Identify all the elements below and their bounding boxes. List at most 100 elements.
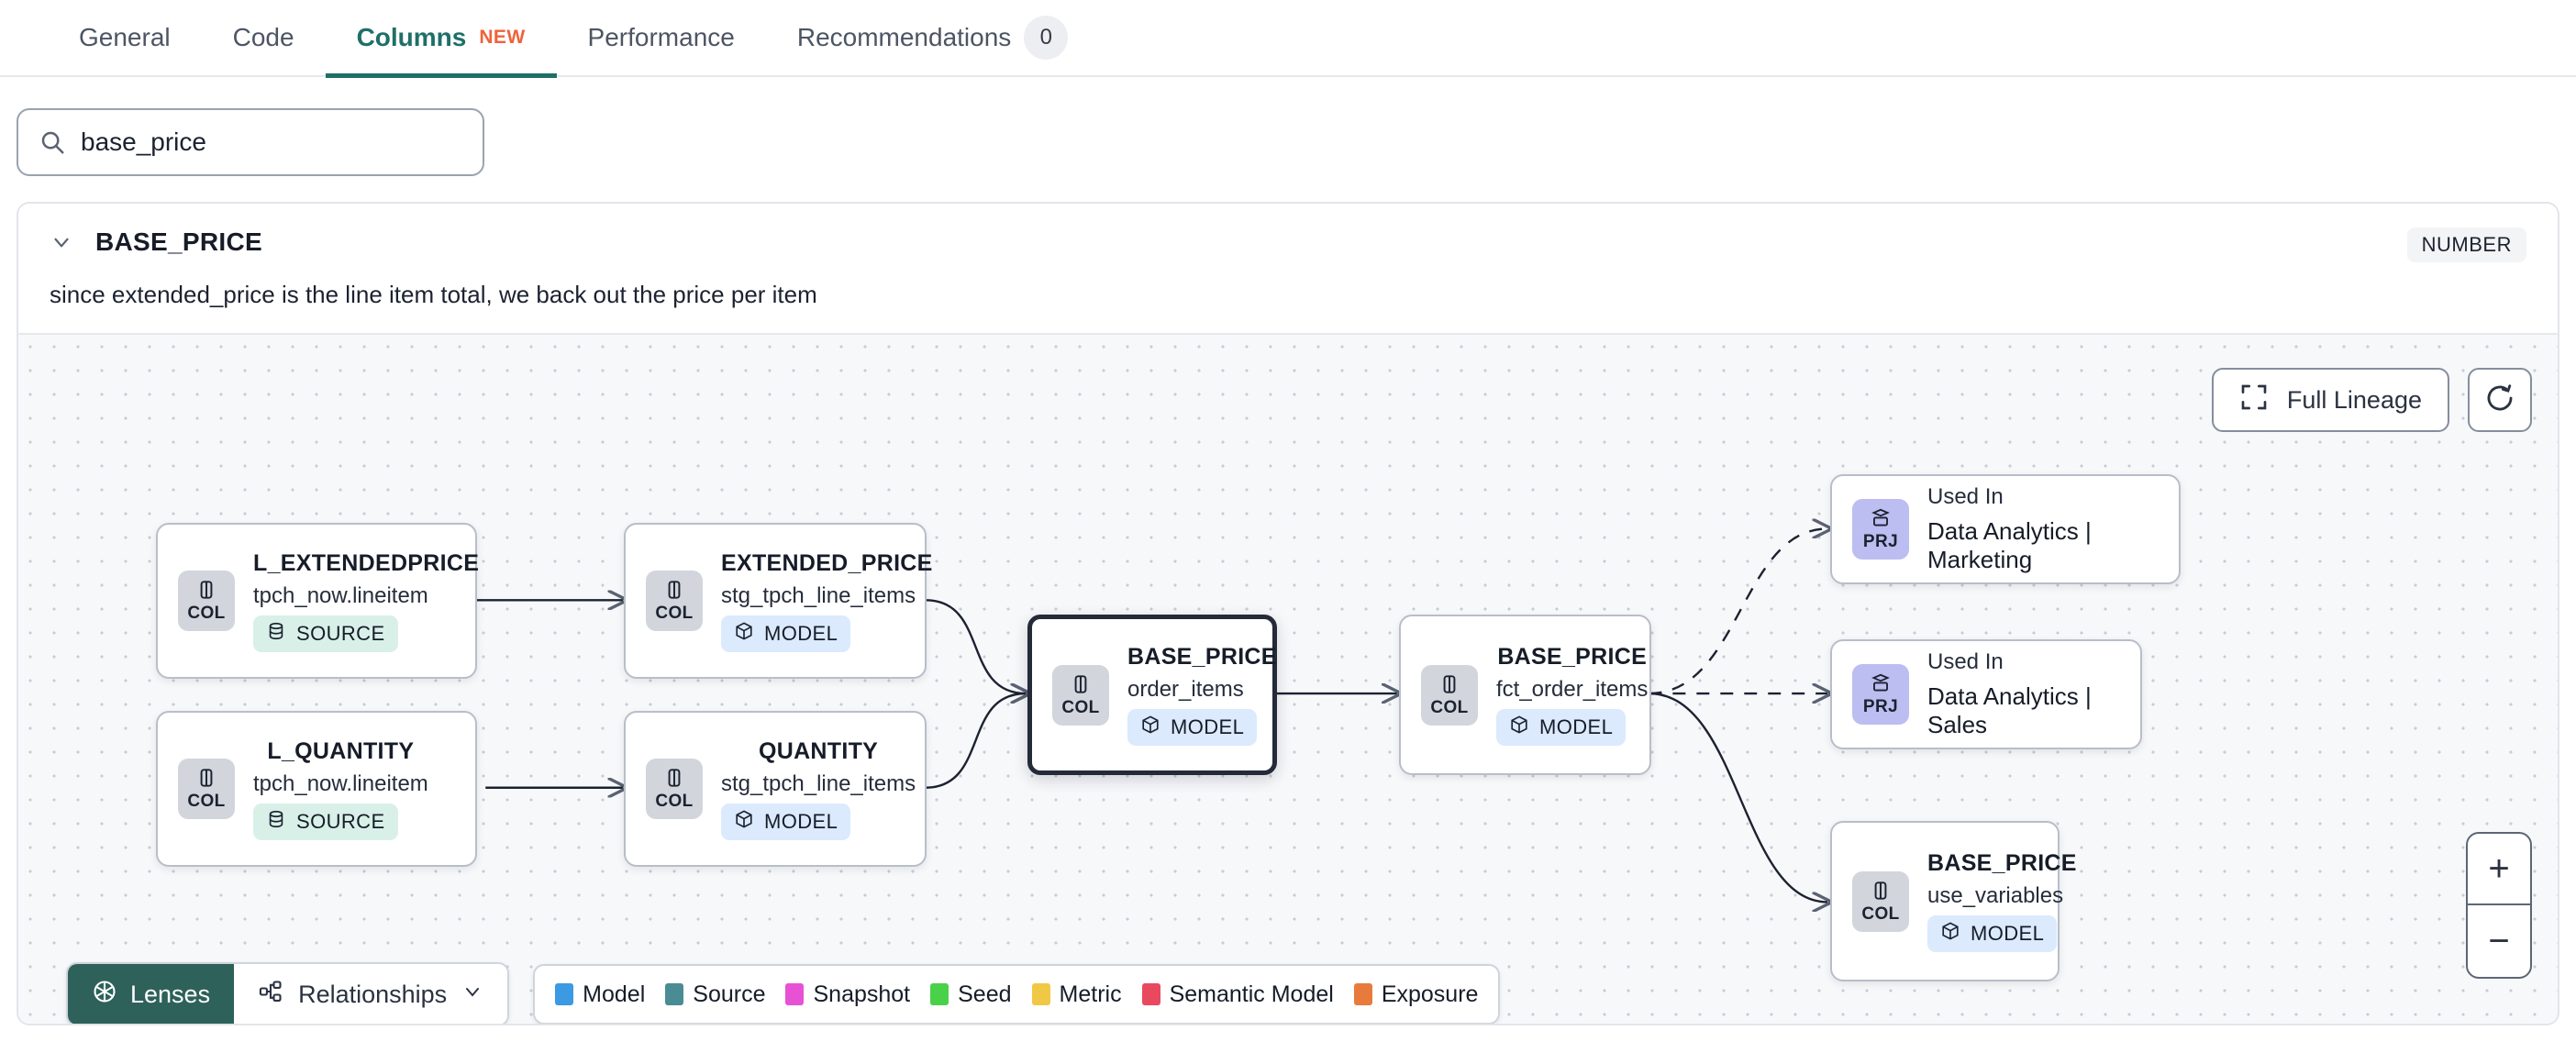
- legend-item-source: Source: [665, 981, 765, 1008]
- lineage-node-l-quantity[interactable]: COL L_QUANTITY tpch_now.lineitem SOURCE: [156, 711, 477, 867]
- relationships-icon: [258, 979, 283, 1011]
- legend-label: Metric: [1059, 981, 1122, 1007]
- kind-label: COL: [1061, 697, 1100, 717]
- legend-swatch: [665, 983, 684, 1005]
- kind-label: PRJ: [1862, 532, 1899, 551]
- used-in-label: Used In: [1927, 484, 2004, 509]
- legend-label: Model: [583, 981, 646, 1007]
- node-title: BASE_PRICE: [1927, 850, 2077, 876]
- tab-label: Performance: [587, 23, 735, 51]
- node-title: BASE_PRICE: [1127, 644, 1277, 670]
- tab-columns[interactable]: Columns NEW: [325, 0, 557, 78]
- refresh-icon: [2484, 382, 2515, 418]
- tab-bar: General Code Columns NEW Performance Rec…: [0, 0, 2576, 78]
- tab-label: Code: [232, 23, 294, 51]
- node-subtitle: use_variables: [1927, 883, 2064, 908]
- lineage-node-base-price-order-items[interactable]: COL BASE_PRICE order_items MODEL: [1027, 615, 1277, 775]
- legend-label: Semantic Model: [1169, 981, 1334, 1007]
- search-box[interactable]: [17, 108, 484, 176]
- new-badge: NEW: [479, 27, 526, 48]
- lineage-node-l-extendedprice[interactable]: COL L_EXTENDEDPRICE tpch_now.lineitem SO…: [156, 523, 480, 679]
- canvas-top-controls: Full Lineage: [2211, 368, 2532, 432]
- node-subtitle: tpch_now.lineitem: [253, 582, 428, 608]
- relationships-label: Relationships: [298, 980, 448, 1008]
- tab-performance[interactable]: Performance: [557, 0, 766, 76]
- materialization-label: MODEL: [1171, 715, 1245, 738]
- kind-label: COL: [655, 604, 694, 623]
- lenses-label: Lenses: [130, 980, 211, 1008]
- kind-label: COL: [1861, 903, 1900, 924]
- legend-label: Exposure: [1381, 981, 1479, 1007]
- legend-item-exposure: Exposure: [1353, 981, 1479, 1008]
- lineage-node-base-price-use-variables[interactable]: COL BASE_PRICE use_variables MODEL: [1830, 821, 2076, 981]
- legend-swatch: [930, 983, 949, 1005]
- legend-swatch: [1031, 983, 1050, 1005]
- relationships-dropdown[interactable]: Relationships: [234, 964, 508, 1024]
- legend-swatch: [555, 983, 574, 1005]
- cube-icon: [1509, 715, 1529, 740]
- search-input[interactable]: [81, 127, 462, 157]
- refresh-button[interactable]: [2468, 368, 2532, 432]
- kind-label: PRJ: [1862, 697, 1899, 716]
- legend-swatch: [1353, 983, 1372, 1005]
- canvas-bottom-toolbar: Lenses Relationships: [66, 962, 1501, 1024]
- project-name: Data Analytics | Sales: [1927, 682, 2092, 738]
- legend-item-seed: Seed: [930, 981, 1012, 1008]
- materialization-badge: MODEL: [721, 803, 851, 840]
- column-icon: COL: [1421, 664, 1478, 726]
- zoom-controls: + −: [2466, 832, 2532, 979]
- node-title: L_EXTENDEDPRICE: [253, 549, 480, 576]
- tab-label: General: [79, 23, 171, 51]
- lineage-node-project-marketing[interactable]: PRJ Used In Data Analytics | Marketing: [1830, 474, 2181, 584]
- column-icon: COL: [1052, 664, 1109, 726]
- tab-recommendations[interactable]: Recommendations 0: [766, 0, 1099, 76]
- legend-item-semantic-model: Semantic Model: [1141, 981, 1334, 1008]
- column-icon: COL: [178, 759, 235, 819]
- column-description: since extended_price is the line item to…: [50, 281, 817, 308]
- node-subtitle: order_items: [1127, 677, 1244, 702]
- tab-general[interactable]: General: [48, 0, 202, 76]
- column-header: BASE_PRICE NUMBER: [18, 204, 2558, 262]
- full-lineage-label: Full Lineage: [2286, 385, 2422, 414]
- kind-label: COL: [1430, 697, 1469, 717]
- materialization-badge: SOURCE: [253, 615, 398, 652]
- node-title: QUANTITY: [758, 737, 879, 764]
- zoom-in-button[interactable]: +: [2468, 834, 2530, 905]
- legend: Model Source Snapshot Seed Metric: [533, 964, 1501, 1024]
- legend-item-model: Model: [555, 981, 645, 1008]
- lineage-node-project-sales[interactable]: PRJ Used In Data Analytics | Sales: [1830, 639, 2142, 749]
- database-icon: [266, 809, 286, 835]
- lineage-node-base-price-fct-order-items[interactable]: COL BASE_PRICE fct_order_items MODEL: [1399, 615, 1651, 775]
- node-title: BASE_PRICE: [1497, 644, 1648, 670]
- cube-icon: [1940, 921, 1960, 947]
- lineage-node-quantity[interactable]: COL QUANTITY stg_tpch_line_items MODEL: [624, 711, 927, 867]
- tab-label: Recommendations: [796, 23, 1012, 51]
- node-subtitle: stg_tpch_line_items: [721, 770, 916, 796]
- materialization-badge: SOURCE: [253, 803, 398, 840]
- legend-label: Seed: [958, 981, 1012, 1007]
- lineage-canvas[interactable]: Full Lineage + − COL: [18, 333, 2558, 1024]
- full-lineage-button[interactable]: Full Lineage: [2211, 368, 2449, 432]
- node-subtitle: stg_tpch_line_items: [721, 582, 916, 608]
- kind-label: COL: [655, 792, 694, 811]
- materialization-label: MODEL: [1539, 715, 1614, 738]
- cube-icon: [734, 809, 754, 835]
- materialization-label: MODEL: [764, 809, 838, 833]
- recommendations-count-badge: 0: [1024, 16, 1069, 60]
- zoom-out-button[interactable]: −: [2488, 920, 2510, 961]
- column-icon: COL: [646, 759, 703, 819]
- materialization-badge: MODEL: [1496, 709, 1627, 746]
- project-name: Data Analytics | Marketing: [1927, 517, 2092, 573]
- lineage-node-extended-price[interactable]: COL EXTENDED_PRICE stg_tpch_line_items M…: [624, 523, 932, 679]
- materialization-badge: MODEL: [721, 615, 851, 652]
- lenses-button[interactable]: Lenses: [68, 964, 235, 1024]
- chevron-down-icon[interactable]: [50, 230, 73, 254]
- tab-code[interactable]: Code: [202, 0, 326, 76]
- node-subtitle: fct_order_items: [1496, 677, 1649, 702]
- kind-label: COL: [187, 604, 226, 623]
- legend-item-snapshot: Snapshot: [785, 981, 910, 1008]
- project-stack-icon: PRJ: [1852, 664, 1909, 725]
- legend-swatch: [785, 983, 805, 1005]
- legend-label: Snapshot: [813, 981, 911, 1007]
- legend-label: Source: [693, 981, 766, 1007]
